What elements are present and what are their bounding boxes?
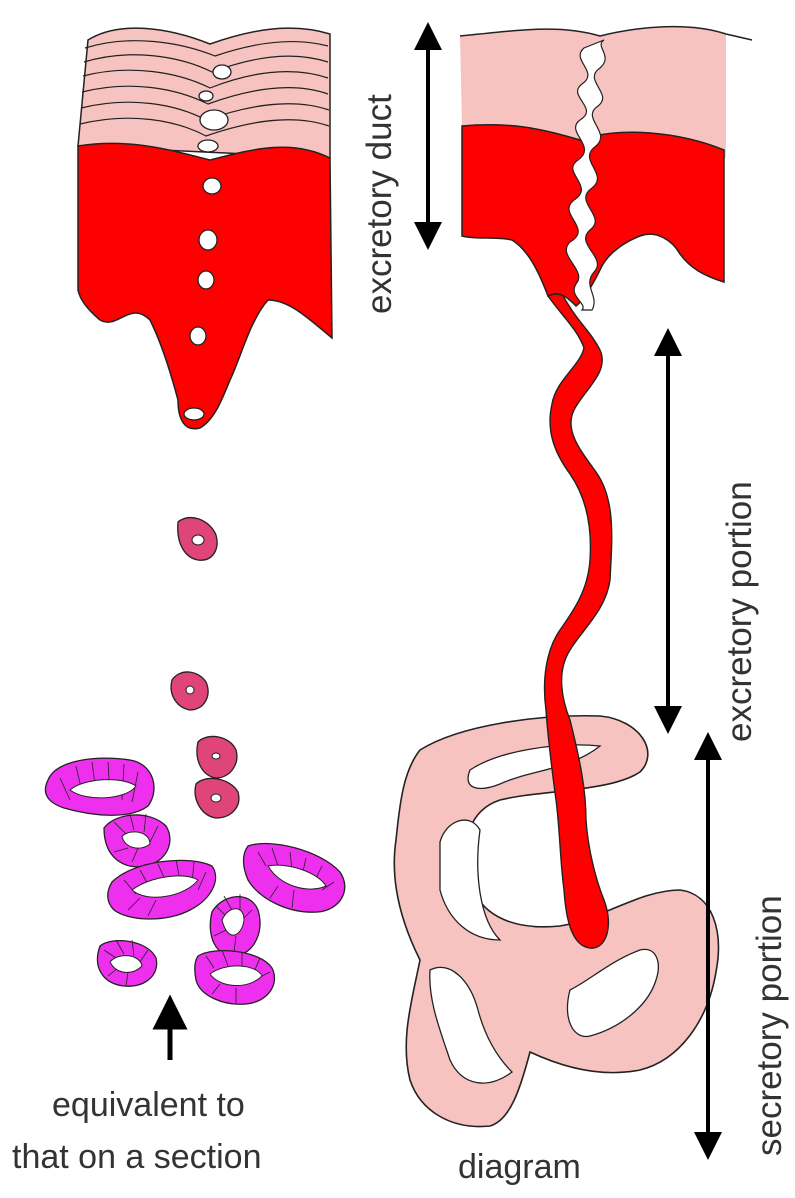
diagram-excretory-portion [545, 290, 612, 948]
equivalent-label-line1: equivalent to [52, 1088, 245, 1122]
diagram-label: diagram [458, 1150, 581, 1184]
excretory-portion-label: excretory portion [722, 481, 757, 742]
diagram-skin [460, 27, 752, 310]
section-view-duct [78, 28, 332, 429]
secretory-portion-label: secretory portion [752, 895, 787, 1156]
excretory-duct-label: excretory duct [362, 94, 397, 314]
equivalent-label-line2: that on a section [12, 1140, 262, 1174]
section-excretory-cuts [171, 518, 239, 818]
